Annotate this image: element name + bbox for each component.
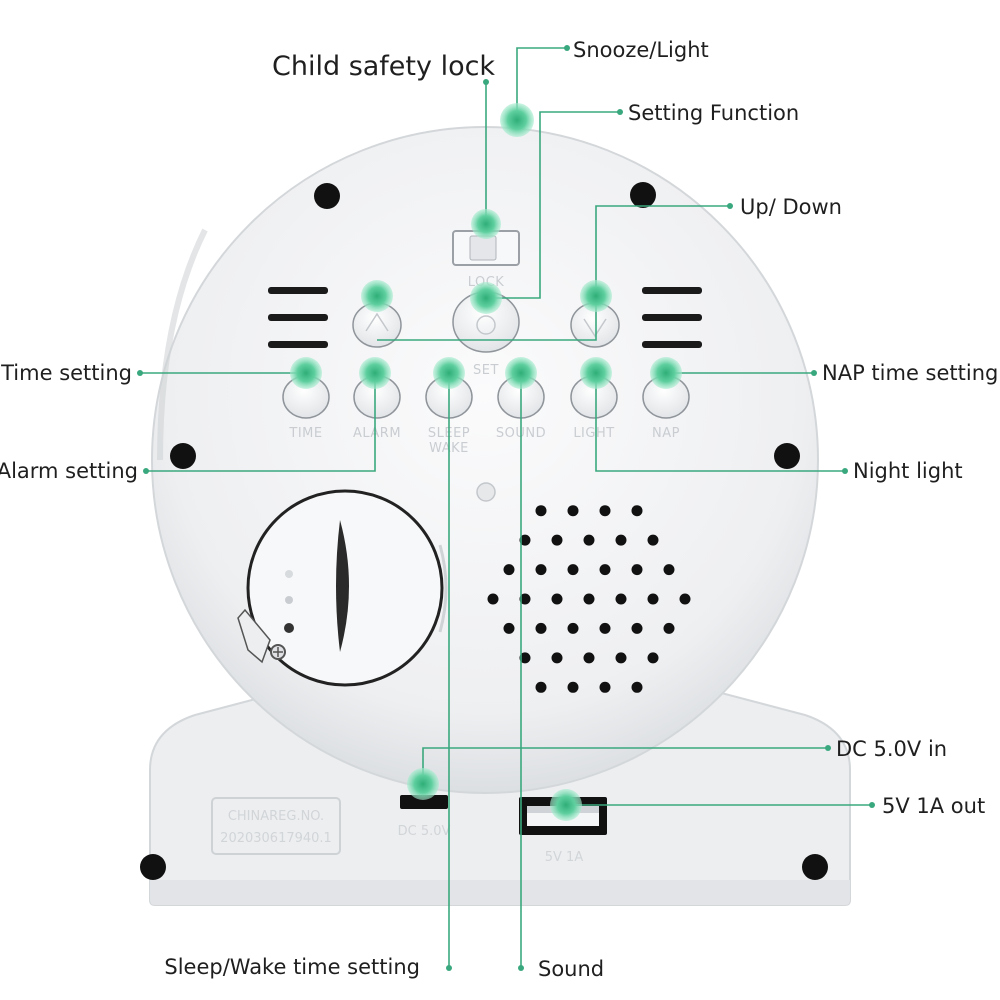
speaker-hole	[615, 652, 627, 664]
speaker-hole	[647, 593, 659, 605]
dc-port[interactable]: DC 5.0V	[398, 795, 451, 839]
vent-slots-left	[268, 287, 328, 348]
speaker-hole	[631, 622, 643, 634]
battery-cover[interactable]	[237, 489, 448, 687]
speaker-hole	[519, 593, 531, 605]
speaker-hole	[615, 593, 627, 605]
speaker-hole	[679, 593, 691, 605]
speaker-grille	[487, 505, 691, 693]
speaker-hole	[567, 622, 579, 634]
alarm-button[interactable]: ALARM	[353, 375, 401, 441]
center-nub	[476, 482, 496, 502]
speaker-hole	[647, 534, 659, 546]
down-button[interactable]	[570, 302, 620, 348]
screw-holes	[140, 182, 828, 880]
callout-nap-time-setting: NAP time setting	[822, 361, 998, 385]
leader-endpoints	[137, 45, 875, 971]
set-button[interactable]: SET	[452, 291, 520, 378]
speaker-hole	[599, 564, 611, 576]
time-label: TIME	[288, 426, 322, 441]
callout-sleep-wake-setting: Sleep/Wake time setting	[164, 955, 420, 979]
speaker-hole	[567, 681, 579, 693]
callout-sound: Sound	[538, 957, 604, 981]
speaker-hole	[487, 593, 499, 605]
light-label: LIGHT	[573, 426, 614, 441]
callout-labels: Child safety lock Snooze/Light Setting F…	[0, 38, 998, 981]
callout-snooze-light: Snooze/Light	[573, 38, 709, 62]
speaker-hole	[535, 564, 547, 576]
speaker-hole	[647, 652, 659, 664]
speaker-hole	[519, 534, 531, 546]
registration-plate: CHINAREG.NO. 202030617940.1	[211, 797, 341, 855]
speaker-hole	[503, 622, 515, 634]
speaker-hole	[599, 622, 611, 634]
light-button[interactable]: LIGHT	[570, 375, 618, 441]
reg-line-2: 202030617940.1	[220, 831, 332, 846]
speaker-hole	[535, 622, 547, 634]
dc-port-label: DC 5.0V	[398, 824, 451, 839]
speaker-hole	[663, 622, 675, 634]
speaker-hole	[599, 681, 611, 693]
lock-switch[interactable]: LOCK	[452, 230, 520, 290]
speaker-hole	[535, 505, 547, 517]
leader-lines	[140, 47, 872, 968]
speaker-hole	[503, 564, 515, 576]
up-button[interactable]	[352, 302, 402, 348]
time-button[interactable]: TIME	[282, 375, 330, 441]
speaker-hole	[631, 564, 643, 576]
speaker-hole	[519, 652, 531, 664]
usb-port-label: 5V 1A	[545, 850, 584, 865]
callout-alarm-setting: Alarm setting	[0, 459, 138, 483]
callout-child-safety-lock: Child safety lock	[272, 51, 495, 82]
speaker-hole	[615, 534, 627, 546]
speaker-hole	[551, 593, 563, 605]
callout-dc-in: DC 5.0V in	[836, 737, 947, 761]
speaker-hole	[583, 652, 595, 664]
callout-night-light: Night light	[853, 459, 963, 483]
speaker-hole	[567, 505, 579, 517]
callout-setting-function: Setting Function	[628, 101, 799, 125]
callout-time-setting: Time setting	[0, 361, 132, 385]
speaker-hole	[599, 505, 611, 517]
callout-usb-out: 5V 1A out	[882, 794, 985, 818]
callout-up-down: Up/ Down	[740, 195, 842, 219]
speaker-hole	[583, 593, 595, 605]
speaker-hole	[631, 505, 643, 517]
nap-button[interactable]: NAP	[642, 375, 690, 441]
speaker-hole	[535, 681, 547, 693]
hotspot-markers	[290, 103, 682, 821]
set-label: SET	[473, 363, 499, 378]
speaker-hole	[551, 652, 563, 664]
alarm-label: ALARM	[353, 426, 401, 441]
speaker-hole	[551, 534, 563, 546]
speaker-hole	[567, 564, 579, 576]
speaker-hole	[583, 534, 595, 546]
reg-line-1: CHINAREG.NO.	[228, 809, 324, 824]
speaker-hole	[663, 564, 675, 576]
vent-slots-right	[642, 287, 702, 348]
nap-label: NAP	[652, 426, 680, 441]
speaker-hole	[631, 681, 643, 693]
